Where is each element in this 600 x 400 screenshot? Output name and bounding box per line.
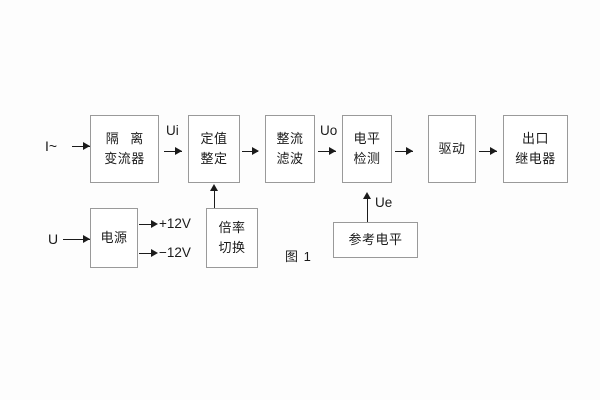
ue-connector-line xyxy=(367,198,368,222)
rail-negative-arrowhead xyxy=(151,249,158,257)
block-setting-value-line1: 定值 xyxy=(200,130,228,146)
ratio-to-setting-arrowhead xyxy=(210,184,218,191)
block-setting-value-line2: 整定 xyxy=(200,151,228,166)
block-power-supply-line1: 电源 xyxy=(100,229,128,245)
signal-ue-label: Ue xyxy=(375,195,393,210)
block-drive[interactable]: 驱动 xyxy=(428,115,476,183)
block-level-detect[interactable]: 电平 检测 xyxy=(342,115,392,183)
drive-to-relay-arrowhead xyxy=(490,147,497,155)
level-to-drive-arrowhead xyxy=(406,147,413,155)
block-isolation-ct-line2: 变流器 xyxy=(104,151,145,166)
level-to-drive-line xyxy=(395,151,413,152)
ui-connector-arrowhead xyxy=(175,147,182,155)
uo-connector-arrowhead xyxy=(329,147,336,155)
block-ratio-switch[interactable]: 倍率 切换 xyxy=(206,208,258,268)
uo-connector-line xyxy=(318,151,336,152)
setting-to-rectify-arrowhead xyxy=(252,147,259,155)
block-level-detect-line2: 检测 xyxy=(353,151,381,166)
block-setting-value[interactable]: 定值 整定 xyxy=(188,115,240,183)
ue-connector-arrowhead xyxy=(363,192,371,199)
block-rectify-filter[interactable]: 整流 滤波 xyxy=(265,115,315,183)
block-reference-level[interactable]: 参考电平 xyxy=(333,222,418,258)
block-output-relay[interactable]: 出口 继电器 xyxy=(503,115,568,183)
rail-negative-label: −12V xyxy=(159,245,191,260)
block-ratio-switch-line1: 倍率 xyxy=(218,219,246,235)
voltage-input-terminal-label: U xyxy=(48,231,59,247)
voltage-input-line xyxy=(63,239,90,240)
block-rectify-filter-line2: 滤波 xyxy=(276,151,304,166)
block-rectify-filter-line1: 整流 xyxy=(276,130,304,146)
ratio-to-setting-line xyxy=(214,190,215,208)
block-reference-level-line1: 参考电平 xyxy=(348,231,403,247)
figure-caption: 图 1 xyxy=(285,249,312,264)
rail-positive-line xyxy=(139,224,155,225)
current-input-terminal-label: I~ xyxy=(45,138,58,154)
block-isolation-ct[interactable]: 隔 离 变流器 xyxy=(90,115,159,183)
rail-negative-line xyxy=(139,253,155,254)
block-output-relay-line2: 继电器 xyxy=(515,151,556,166)
block-power-supply[interactable]: 电源 xyxy=(90,208,138,268)
setting-to-rectify-line xyxy=(242,151,258,152)
ui-connector-line xyxy=(164,151,182,152)
rail-positive-label: +12V xyxy=(159,216,191,231)
block-ratio-switch-line2: 切换 xyxy=(218,240,246,255)
drive-to-relay-line xyxy=(479,151,497,152)
current-input-line xyxy=(72,146,90,147)
block-isolation-ct-line1: 隔 离 xyxy=(105,130,148,146)
block-drive-line1: 驱动 xyxy=(438,140,466,156)
rail-positive-arrowhead xyxy=(151,220,158,228)
block-output-relay-line1: 出口 xyxy=(521,130,549,146)
signal-uo-label: Uo xyxy=(320,123,338,138)
current-input-arrowhead xyxy=(83,142,90,150)
block-level-detect-line1: 电平 xyxy=(353,130,381,146)
signal-ui-label: Ui xyxy=(166,123,179,138)
voltage-input-arrowhead xyxy=(83,235,90,243)
